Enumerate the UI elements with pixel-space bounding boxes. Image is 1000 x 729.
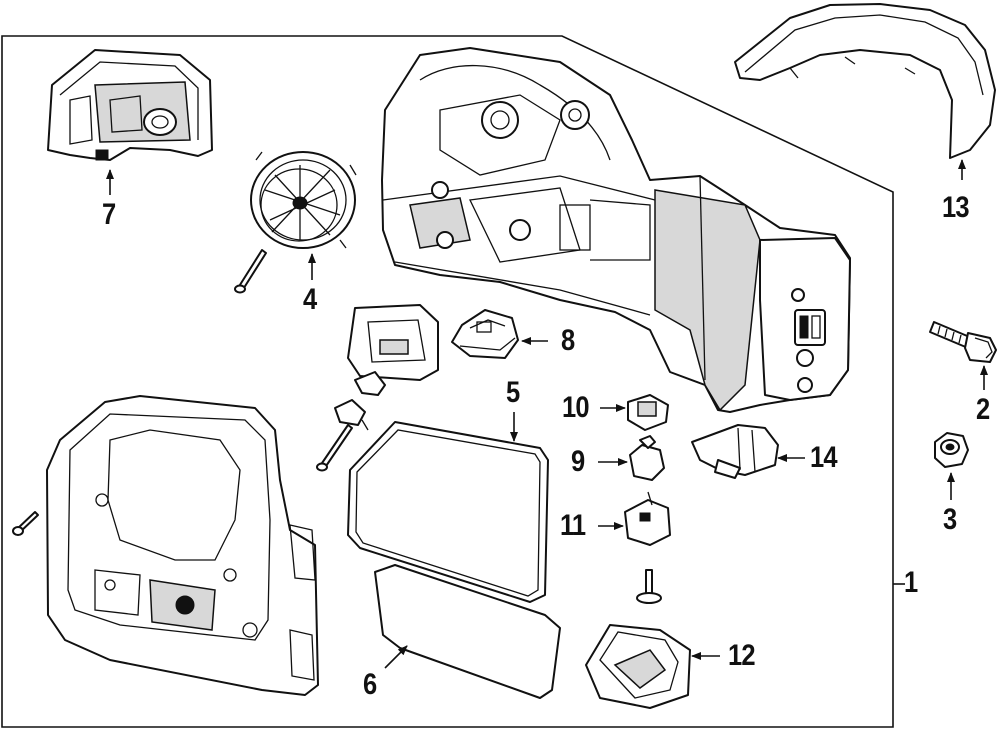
part-8-module bbox=[451, 309, 519, 359]
callout-10: 10 bbox=[562, 391, 590, 424]
mirror-backing-plate bbox=[46, 395, 319, 696]
callout-12: 12 bbox=[728, 639, 756, 672]
callout-11: 11 bbox=[560, 509, 586, 542]
assembly-bracket-frame bbox=[1, 35, 894, 728]
part-9-connector bbox=[629, 435, 665, 481]
callout-4: 4 bbox=[303, 283, 317, 316]
callout-13: 13 bbox=[942, 191, 970, 224]
callout-6: 6 bbox=[363, 668, 377, 701]
part-14-harness bbox=[691, 424, 779, 479]
leader-6 bbox=[384, 645, 408, 669]
part-11-clip bbox=[624, 491, 671, 546]
callout-2: 2 bbox=[976, 393, 990, 426]
small-clips bbox=[334, 371, 386, 431]
part-4-motor-disc bbox=[250, 151, 357, 249]
callout-8: 8 bbox=[561, 324, 575, 357]
part-7-bracket bbox=[47, 49, 213, 161]
screw-left bbox=[12, 511, 39, 536]
part-10-switch bbox=[627, 394, 669, 431]
part-2-bolt bbox=[929, 321, 997, 363]
callout-9: 9 bbox=[571, 445, 585, 478]
callout-3: 3 bbox=[943, 503, 957, 536]
mirror-housing-assembly bbox=[381, 47, 851, 413]
part-6-spotter-glass bbox=[374, 564, 561, 699]
part-5-mirror-glass bbox=[347, 421, 549, 603]
callout-5: 5 bbox=[506, 376, 520, 409]
pin bbox=[636, 569, 662, 604]
spotlight-bracket bbox=[347, 304, 439, 381]
callout-1: 1 bbox=[904, 566, 918, 599]
part-13-mirror-cap bbox=[734, 3, 996, 159]
part-3-nut bbox=[934, 432, 969, 468]
screw-4 bbox=[234, 249, 267, 294]
screw-center bbox=[316, 424, 353, 472]
callout-7: 7 bbox=[102, 198, 116, 231]
callout-14: 14 bbox=[810, 441, 838, 474]
part-12-lamp bbox=[585, 624, 691, 709]
